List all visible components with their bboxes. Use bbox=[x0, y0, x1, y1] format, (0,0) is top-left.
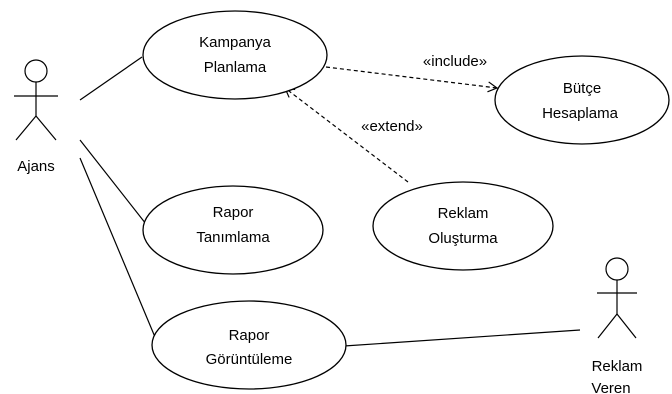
association-ajans-rapor-goruntuleme bbox=[79, 157, 161, 350]
use-case-kampanya-planlama[interactable]: Kampanya Planlama bbox=[142, 10, 328, 100]
association-ajans-rapor-tanimlama bbox=[79, 139, 147, 225]
use-case-butce-hesaplama[interactable]: Bütçe Hesaplama bbox=[494, 55, 670, 145]
actor-label-reklam: Reklam bbox=[592, 358, 643, 375]
use-case-label: Hesaplama bbox=[542, 105, 619, 122]
use-case-rapor-goruntuleme[interactable]: Rapor Görüntüleme bbox=[151, 300, 347, 390]
actor-label-ajans: Ajans bbox=[17, 158, 55, 175]
use-case-label: Reklam bbox=[438, 205, 489, 222]
use-case-label: Kampanya bbox=[199, 34, 271, 51]
use-case-label: Bütçe bbox=[563, 80, 601, 97]
association-reklamveren-rapor-goruntuleme bbox=[343, 329, 581, 347]
actor-reklam-veren[interactable] bbox=[597, 257, 637, 339]
use-case-label: Planlama bbox=[204, 59, 267, 76]
use-case-label: Rapor bbox=[213, 204, 254, 221]
actor-head-icon bbox=[605, 257, 629, 281]
include-label: «include» bbox=[423, 53, 487, 70]
actor-label-veren: Veren bbox=[591, 380, 630, 394]
association-ajans-kampanya bbox=[79, 56, 143, 101]
actor-ajans[interactable] bbox=[14, 59, 58, 141]
use-case-label: Oluşturma bbox=[428, 230, 498, 247]
use-case-label: Tanımlama bbox=[196, 229, 270, 246]
use-case-reklam-olusturma[interactable]: Reklam Oluşturma bbox=[372, 181, 554, 271]
actor-head-icon bbox=[24, 59, 48, 83]
include-arrow bbox=[325, 66, 499, 93]
use-case-label: Görüntüleme bbox=[206, 351, 293, 368]
use-case-rapor-tanimlama[interactable]: Rapor Tanımlama bbox=[142, 185, 324, 275]
extend-arrow bbox=[284, 87, 409, 183]
extend-label: «extend» bbox=[361, 118, 423, 135]
use-case-label: Rapor bbox=[229, 327, 270, 344]
